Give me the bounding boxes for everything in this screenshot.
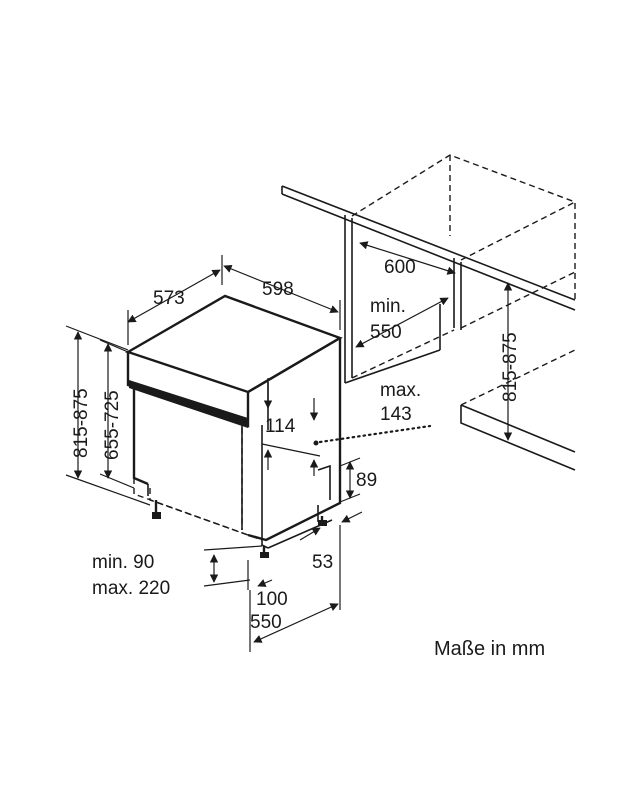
dim-cabinet-width: 600 [359,241,456,278]
label-max-220: max. 220 [92,578,170,599]
dim-cabinet-depth: min. 550 [355,296,449,348]
label-598: 598 [262,279,294,300]
label-min-550-line1: min. [370,296,406,317]
dim-body-height: 655-725 [99,339,135,489]
dishwasher [125,294,343,558]
dim-foot-depth: 100 [247,560,288,610]
dim-bottom-depth: 550 [249,525,341,652]
label-min-90: min. 90 [92,552,154,573]
label-600: 600 [384,257,416,278]
label-143: 143 [380,404,412,425]
label-100: 100 [256,589,288,610]
label-114: 114 [265,416,296,437]
label-573: 573 [153,288,185,309]
dim-niche-height: 815-875 [500,282,521,441]
label-overall-815-875: 815-875 [71,388,92,458]
dim-appliance-width: 598 [221,255,341,330]
label-53: 53 [312,552,333,573]
label-min-550-line2: 550 [370,322,402,343]
label-max: max. [380,380,421,401]
dim-foot-offset: 53 [299,511,363,573]
dim-max-143: max. 143 [313,380,432,446]
dim-plinth-range: min. 90 max. 220 [92,545,263,599]
label-niche-815-875: 815-875 [500,332,521,402]
label-body-655-725: 655-725 [102,390,123,460]
dim-plinth-height: 89 [339,457,377,503]
dim-overall-height: 815-875 [65,325,151,506]
label-89: 89 [356,470,377,491]
dim-appliance-depth: 573 [127,269,221,345]
label-550: 550 [250,612,282,633]
cabinet-niche [281,154,576,471]
dim-panel-height: 114 [261,378,321,476]
units-note: Maße in mm [434,638,545,660]
